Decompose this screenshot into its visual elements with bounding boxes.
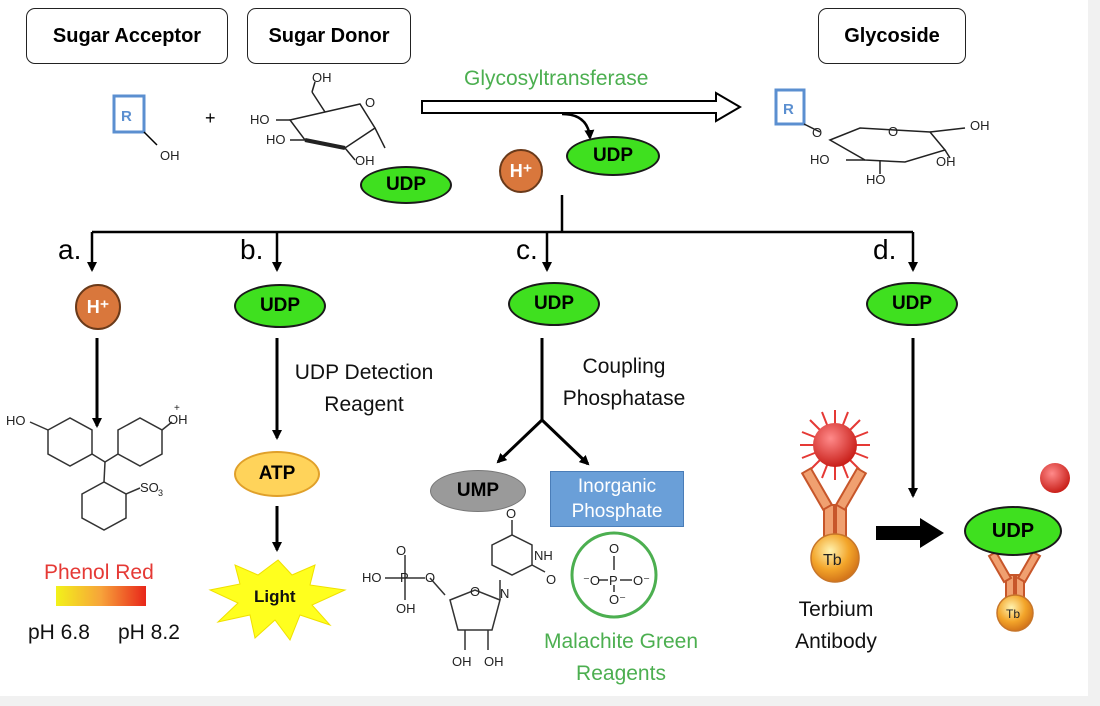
released-fluorophore <box>1040 463 1070 493</box>
svg-text:OH: OH <box>312 70 332 85</box>
glycoside-structure <box>774 88 966 174</box>
svg-text:N: N <box>500 586 509 601</box>
svg-text:OH: OH <box>484 654 504 669</box>
reaction-arrow <box>421 91 742 123</box>
branch-b-udp: UDP <box>234 284 326 328</box>
ph-low-label: pH 6.8 <box>28 621 90 644</box>
inorganic-phosphate-box: Inorganic Phosphate <box>550 471 684 527</box>
light-burst <box>208 559 347 642</box>
ump-structure <box>385 520 546 650</box>
branch-c-label: c. <box>516 234 538 265</box>
branch-d-label: d. <box>873 234 897 265</box>
svg-text:O: O <box>365 95 375 110</box>
svg-text:O: O <box>812 125 822 140</box>
svg-text:OH: OH <box>970 118 990 133</box>
ph-high-label: pH 8.2 <box>118 621 180 644</box>
svg-text:OH: OH <box>355 153 375 168</box>
bound-udp: UDP <box>964 506 1062 556</box>
phenol-red-label: Phenol Red <box>44 561 154 584</box>
phenol-red-structure <box>29 417 173 531</box>
light-label: Light <box>254 587 296 606</box>
tb-label-1: Tb <box>823 552 842 569</box>
svg-text:SO: SO <box>140 480 159 495</box>
svg-text:NH: NH <box>534 548 553 563</box>
svg-text:3: 3 <box>158 488 163 498</box>
diagram-canvas: R OH + OH HO HO OH O R O O OH HO HO OH <box>0 0 1088 696</box>
svg-text:OH: OH <box>452 654 472 669</box>
svg-text:O: O <box>546 572 556 587</box>
ph-gradient-bar <box>56 586 146 606</box>
svg-text:O: O <box>396 543 406 558</box>
r-group-label: R <box>121 108 132 125</box>
svg-text:OH: OH <box>936 154 956 169</box>
coupling-phosphatase-label: Coupling Phosphatase <box>562 355 686 410</box>
svg-text:HO: HO <box>6 413 26 428</box>
sugar-donor-box: Sugar Donor <box>247 8 411 64</box>
diagram-graphics: R OH + OH HO HO OH O R O O OH HO HO OH <box>6 70 1070 669</box>
svg-text:+: + <box>174 403 180 414</box>
branch-b-label: b. <box>240 234 264 265</box>
branch-connectors <box>87 195 918 272</box>
svg-text:P: P <box>609 573 618 588</box>
malachite-green-label: Malachite Green Reagents <box>543 630 699 685</box>
svg-text:HO: HO <box>810 152 830 167</box>
svg-text:R: R <box>783 101 794 118</box>
tb-label-2: Tb <box>1006 607 1020 621</box>
sugar-donor-structure <box>276 81 386 161</box>
enzyme-label: Glycosyltransferase <box>464 67 649 90</box>
released-udp: UDP <box>566 136 660 176</box>
branch-c-udp: UDP <box>508 282 600 326</box>
donor-udp: UDP <box>360 166 452 204</box>
glycoside-box: Glycoside <box>818 8 966 64</box>
svg-text:HO: HO <box>250 112 270 127</box>
udp-detection-reagent-label: UDP Detection Reagent <box>294 361 434 416</box>
ump-ellipse: UMP <box>430 470 526 512</box>
atp-ellipse: ATP <box>234 451 320 497</box>
branch-a-h-plus: H⁺ <box>75 284 121 330</box>
svg-text:OH: OH <box>396 601 416 616</box>
acceptor-structure: R OH <box>112 94 180 163</box>
svg-text:O: O <box>470 584 480 599</box>
terbium-antibody-label: Terbium Antibody <box>795 598 877 653</box>
svg-text:P: P <box>400 570 409 585</box>
hydroxyl-label: OH <box>160 148 180 163</box>
sugar-acceptor-box: Sugar Acceptor <box>26 8 228 64</box>
svg-text:HO: HO <box>266 132 286 147</box>
svg-text:O: O <box>609 541 619 556</box>
svg-text:O: O <box>888 124 898 139</box>
svg-text:O: O <box>506 506 516 521</box>
plus-sign: + <box>205 108 216 128</box>
branch-d-udp: UDP <box>866 282 958 326</box>
svg-text:⁻O: ⁻O <box>583 573 600 588</box>
svg-text:HO: HO <box>866 172 886 187</box>
branch-a-label: a. <box>58 234 82 265</box>
released-h-plus: H⁺ <box>499 149 543 193</box>
svg-text:HO: HO <box>362 570 382 585</box>
binding-arrow <box>876 518 944 548</box>
terbium-antibody-bound <box>987 550 1042 606</box>
svg-text:O: O <box>425 570 435 585</box>
svg-text:O⁻: O⁻ <box>609 592 626 607</box>
phosphate-circle <box>570 531 658 619</box>
svg-text:OH: OH <box>168 412 188 427</box>
terbium-antibody <box>800 466 868 546</box>
udp-release-arrow <box>561 112 595 140</box>
svg-text:O⁻: O⁻ <box>633 573 650 588</box>
